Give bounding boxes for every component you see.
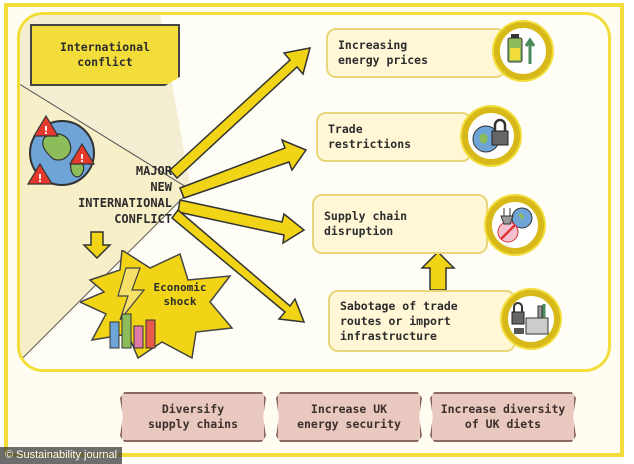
svg-text:!: ! [43, 124, 48, 137]
central-line: CONFLICT [114, 212, 172, 226]
central-line: MAJOR [135, 164, 172, 178]
effect-line: infrastructure [340, 328, 437, 343]
plug-globe-icon [486, 196, 544, 254]
effect-line: routes or import [340, 313, 451, 328]
arrow-sabotage-to-supply [420, 250, 456, 291]
factory-icon [502, 290, 560, 348]
central-line: INTERNATIONAL [78, 196, 172, 210]
shock-burst [80, 250, 234, 360]
arrow-to-trade [179, 138, 308, 199]
effect-line: Trade [328, 122, 363, 136]
central-line: NEW [150, 180, 172, 194]
policy-line: Increase UK [310, 402, 388, 416]
padlock-globe-icon [462, 107, 520, 165]
trigger-box: International conflict [30, 24, 180, 86]
effect-line: Sabotage of trade [340, 298, 458, 313]
shock-line: Economic [153, 281, 207, 294]
arrow-to-supply [177, 199, 306, 245]
effect-line: disruption [324, 224, 394, 238]
image-credit: © Sustainability journal [0, 447, 123, 464]
central-label: MAJOR NEW INTERNATIONAL CONFLICT [28, 160, 178, 230]
trigger-label: International conflict [59, 40, 150, 69]
effect-line: Increasing [338, 38, 408, 52]
policy-line: energy security [297, 417, 401, 431]
arrow-to-sabotage [170, 208, 306, 323]
policy-line: supply chains [147, 417, 238, 431]
policy-line: of UK diets [464, 417, 542, 431]
svg-text:!: ! [79, 152, 84, 165]
policy-line: Increase diversity [440, 402, 566, 416]
effect-line: energy prices [338, 53, 429, 67]
arrow-down-to-shock [82, 231, 112, 260]
effect-line: restrictions [328, 137, 412, 151]
policy-line: Diversify [161, 402, 225, 416]
battery-icon [494, 22, 552, 80]
arrow-to-energy [168, 47, 312, 180]
svg-text:!: ! [37, 172, 42, 185]
globe-warning-icon: !!! [26, 114, 96, 186]
effect-line: Supply chain [324, 209, 408, 223]
shock-label: Economic shock [150, 278, 210, 312]
shock-line: shock [163, 295, 197, 308]
lightning-icon [117, 267, 146, 321]
